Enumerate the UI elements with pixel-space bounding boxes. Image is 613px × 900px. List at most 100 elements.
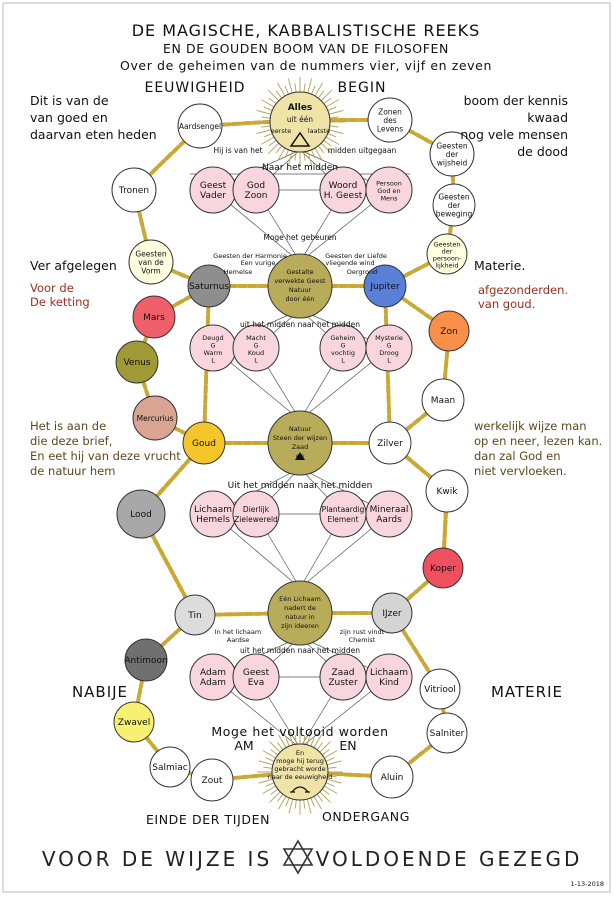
chain-node-salniter	[426, 712, 468, 754]
sun-ray	[294, 83, 297, 93]
caption: vliegende wind	[325, 259, 374, 267]
bottom-sun-line: gebracht worde	[274, 765, 325, 773]
center-node	[267, 253, 333, 319]
caption: Aardse	[227, 636, 250, 644]
sun-ray	[287, 150, 293, 166]
sun-ray	[325, 136, 340, 145]
star-of-david-icon	[282, 839, 314, 875]
side-text-top-left: daarvan eten heden	[30, 127, 157, 142]
sun-ray	[310, 737, 315, 747]
chain-node-jupiter	[363, 264, 407, 308]
chain-node-label: Goud	[192, 439, 216, 449]
sun-disc	[271, 743, 329, 801]
omega-icon	[290, 786, 310, 793]
sun-ray	[258, 760, 274, 766]
sun-ray	[277, 793, 284, 802]
side-text-red-right: afgezonderden.	[478, 283, 568, 297]
sun-ray	[317, 90, 325, 99]
sun-ray	[262, 785, 277, 794]
footer-right-text: VOLDOENDE GEZEGD	[316, 847, 583, 871]
nabije-label: NABIJE	[72, 683, 128, 701]
sun-ray	[321, 749, 330, 756]
materie-label: MATERIE	[491, 683, 563, 701]
center-node-label: Zaad	[292, 443, 309, 451]
sun-ray	[277, 82, 286, 97]
side-text-low-right: dan zal God en	[474, 449, 561, 463]
sun-ray	[325, 757, 335, 762]
sun-ray	[303, 735, 306, 745]
sun-ray	[327, 106, 337, 111]
sun-ray	[327, 133, 337, 138]
chain-node-label: Mars	[143, 313, 165, 323]
caption: uit het midden naar het midden	[240, 320, 360, 329]
sun-ray	[294, 151, 297, 161]
sun-ray	[263, 775, 273, 778]
chain-node-label: IJzer	[382, 609, 402, 619]
sun-icon	[257, 729, 343, 815]
center-node-label: Natuur	[289, 425, 312, 433]
pink-node	[365, 166, 413, 214]
side-text-red-left: Voor de	[30, 281, 74, 295]
sun-ray	[294, 799, 297, 809]
chain-node-label: Zwavel	[118, 718, 150, 728]
sun-ray	[288, 798, 294, 814]
chain-node-geesten-der-wijsheid	[429, 131, 475, 177]
side-text-low-left: En eet hij van deze vrucht	[30, 449, 181, 463]
sun-ray	[326, 778, 342, 784]
pink-node	[365, 653, 413, 701]
sun-ray	[263, 133, 273, 138]
chain-node-zwavel	[113, 701, 155, 743]
sun-ray	[323, 139, 332, 147]
top-sun-small: laatste	[308, 127, 330, 135]
date-stamp: 1-13-2018	[570, 880, 604, 888]
ondergang-label: ONDERGANG	[322, 809, 410, 824]
sun-ray	[307, 78, 313, 94]
side-text-red-left: De ketting	[30, 295, 90, 309]
sun-ray	[303, 151, 306, 161]
chain-node-zilver	[368, 421, 412, 465]
chain-node-tronen	[111, 167, 157, 213]
chain-node-label: Koper	[430, 564, 456, 574]
sun-ray	[321, 788, 330, 795]
pink-node	[232, 653, 280, 701]
chain-node-zonen-des-levens	[367, 97, 413, 143]
triangle-icon	[295, 452, 305, 460]
chain-node-mars	[132, 295, 176, 339]
pink-node	[232, 324, 280, 372]
chain-node-label: Zout	[202, 776, 223, 786]
sun-ray	[328, 129, 344, 135]
sun-ray	[317, 145, 325, 154]
alpha-icon	[289, 131, 311, 147]
center-node-label: natuur in	[285, 613, 315, 621]
sun-ray	[278, 795, 287, 810]
chain-node-lood	[116, 489, 166, 539]
sun-ray	[313, 734, 322, 749]
bottom-sun-line: En	[296, 749, 304, 757]
side-text-blue-right: Materie.	[474, 258, 525, 273]
sun-ray	[269, 791, 281, 803]
center-node-label: Eén Lichaam	[279, 595, 321, 603]
side-text-top-right: kwaad	[527, 110, 568, 125]
top-sun-line: Alles	[288, 103, 313, 113]
sun-ray	[260, 136, 275, 145]
sun-ray	[323, 97, 332, 105]
caption: Oergrond	[347, 268, 378, 276]
sun-ray	[285, 737, 290, 747]
chain-node-zout	[190, 758, 234, 802]
einde-der-tijden-label: EINDE DER TIJDEN	[146, 812, 270, 827]
caption: Een vurige	[241, 259, 276, 267]
chain-node-label: Vitriool	[424, 685, 456, 695]
caption: zijn rust vindt	[340, 628, 385, 636]
sun-disc	[269, 91, 331, 153]
side-text-low-right: op en neer, lezen kan.	[474, 434, 602, 448]
sun-ray	[313, 795, 322, 810]
chain-node-kwik	[425, 469, 469, 513]
caption: Hij is van het	[213, 146, 262, 155]
